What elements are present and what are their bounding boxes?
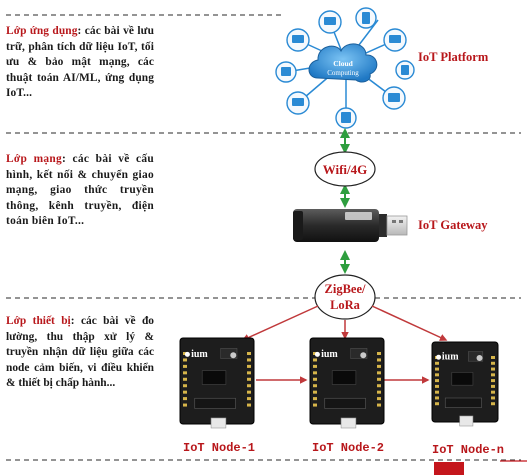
arrow-zigbee-node1	[241, 305, 319, 341]
application-layer-text: Lớp ứng dụng: các bài về lưu trữ, phân t…	[6, 24, 154, 102]
network-layer-desc: : các bài về cấu hình, kết nối & chuyển …	[6, 153, 154, 228]
cloud-label-line2: Computing	[327, 69, 359, 77]
wifi-label: Wifi/4G	[323, 162, 368, 177]
network-layer-title: Lớp mạng	[6, 153, 62, 165]
node-label-1: IoT Node-1	[183, 441, 256, 455]
node-label-2: IoT Node-2	[312, 441, 385, 455]
network-layer-text: Lớp mạng: các bài về cấu hình, kết nối &…	[6, 152, 154, 230]
zigbee-label-line1: ZigBee/	[325, 282, 366, 296]
sensor-board-1: ium	[179, 337, 255, 429]
node-label-n: IoT Node-n	[432, 443, 505, 457]
device-layer-text: Lớp thiết bị: các bài về đo lường, thu t…	[6, 314, 154, 392]
sensor-board-n: ium	[431, 341, 499, 427]
wifi-ellipse	[314, 151, 376, 187]
cloud-label-line1: Cloud	[333, 59, 353, 68]
zigbee-label-line2: LoRa	[330, 298, 361, 312]
platform-label: IoT Platform	[418, 50, 489, 64]
arrow-zigbee-noden	[371, 305, 448, 341]
device-layer-desc: : các bài về đo lường, thu thập xử lý & …	[6, 315, 155, 390]
gateway-label: IoT Gateway	[418, 218, 488, 232]
red-corner-block	[434, 462, 464, 475]
application-layer-title: Lớp ứng dụng	[6, 25, 78, 37]
device-layer-title: Lớp thiết bị	[6, 315, 71, 327]
application-layer-desc: : các bài về lưu trữ, phân tích dữ liệu …	[6, 25, 155, 100]
board-logo-text: ium	[321, 349, 338, 360]
zigbee-ellipse	[314, 274, 376, 320]
gateway-device	[293, 209, 408, 242]
board-logo-text: ium	[442, 352, 459, 363]
sensor-board-2: ium	[309, 337, 385, 429]
cloud-platform: Cloud Computing	[275, 7, 415, 129]
board-logo-text: ium	[191, 349, 208, 360]
